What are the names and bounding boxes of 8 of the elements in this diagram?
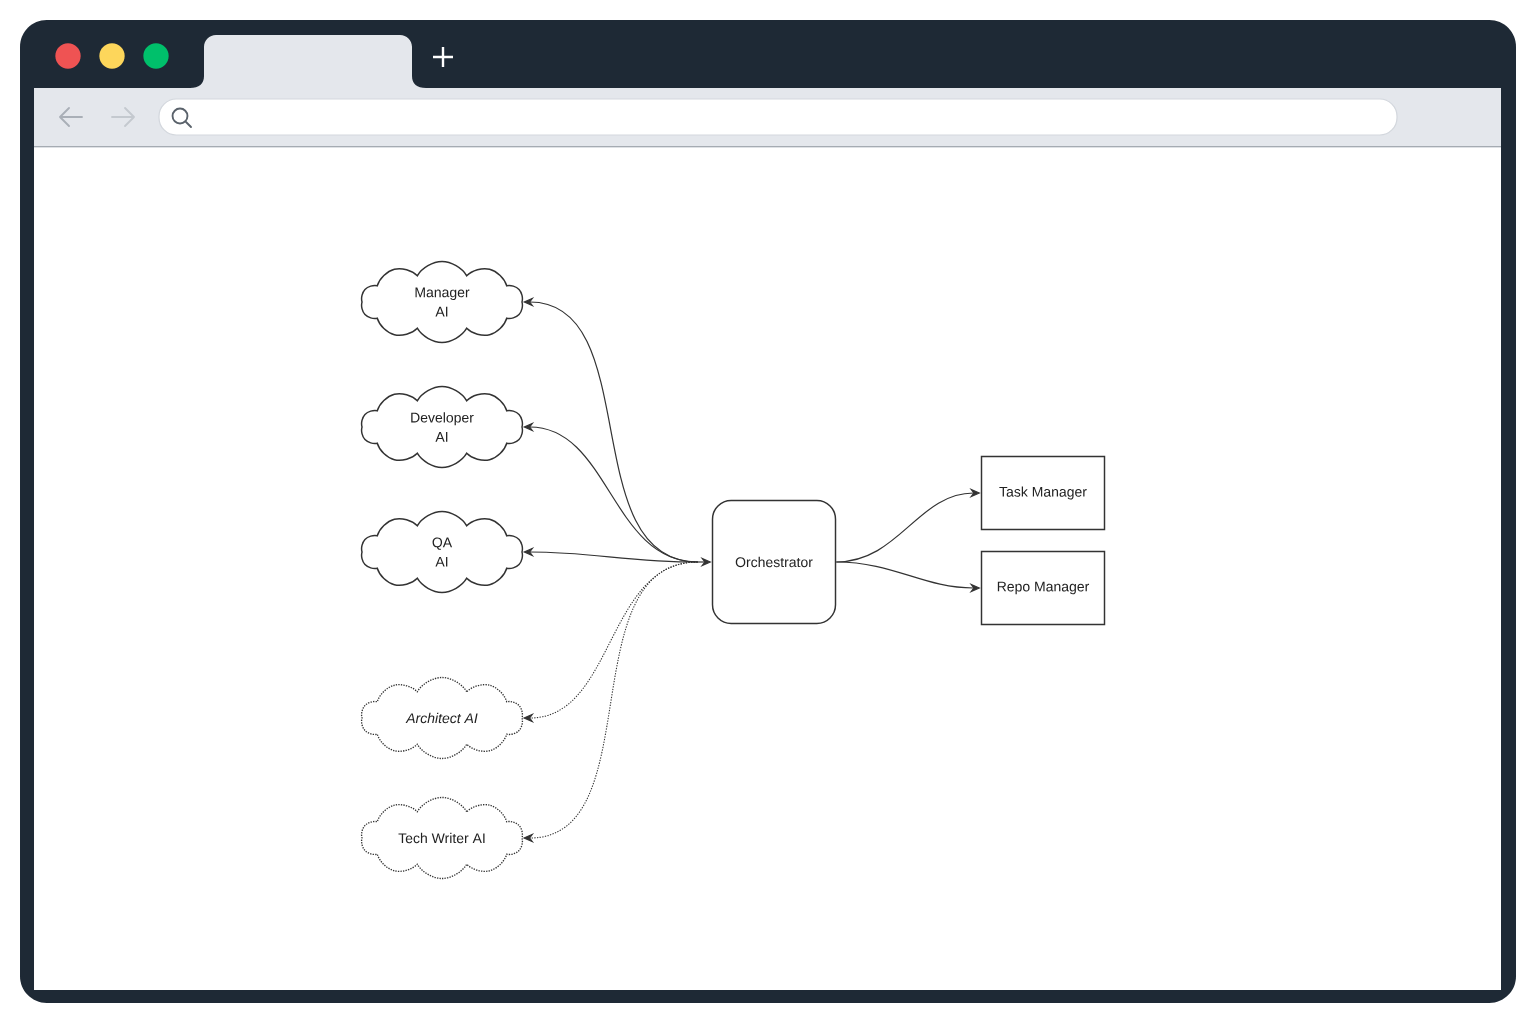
dotted-cloud-node: Tech Writer AI (360, 796, 524, 880)
cloud-node: Developer AI (360, 385, 524, 469)
cloud-node: QA AI (360, 510, 524, 594)
cloud-node: Manager AI (360, 260, 524, 344)
process-box: Task Manager (980, 455, 1106, 531)
dotted-cloud-node: Architect AI (360, 676, 524, 760)
process-box: Repo Manager (980, 550, 1106, 626)
rounded-box: Orchestrator (711, 499, 837, 625)
